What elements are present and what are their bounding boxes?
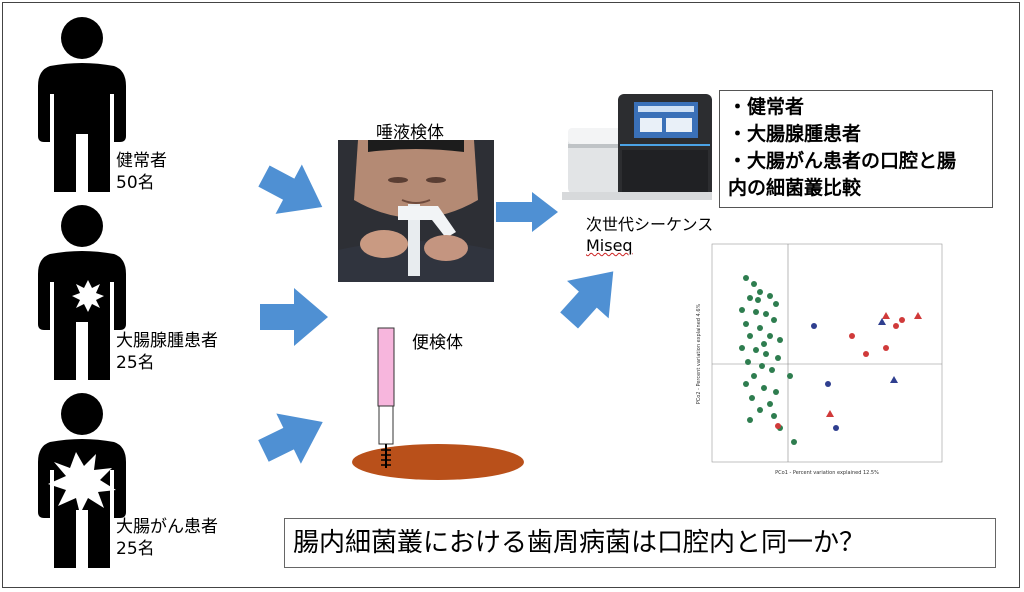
- point: [767, 401, 773, 407]
- research-question: 腸内細菌叢における歯周病菌は口腔内と同一か？: [284, 518, 996, 568]
- cancer-burst-icon: [48, 452, 116, 514]
- group-count: 25名: [116, 539, 155, 559]
- point: [757, 289, 763, 295]
- point: [747, 333, 753, 339]
- point: [747, 295, 753, 301]
- point: [753, 347, 759, 353]
- group-name: 大腸腺腫患者: [116, 331, 218, 351]
- arrow-adenoma-to-samples-icon: [260, 288, 328, 346]
- comparison-item: ・大腸がん患者の口腔と腸: [728, 150, 957, 172]
- point: [863, 351, 869, 357]
- point: [743, 321, 749, 327]
- pcoa-x-label: PCo1 - Percent variation explained 12.5%: [775, 470, 879, 476]
- point: [759, 363, 765, 369]
- plot-area: [711, 243, 943, 463]
- red-points: [775, 312, 922, 429]
- point: [763, 351, 769, 357]
- green-points: [739, 275, 797, 445]
- saliva-photo-image: [338, 140, 494, 282]
- group-label-healthy: 健常者 50名: [116, 150, 167, 194]
- point: [890, 376, 898, 383]
- point: [775, 423, 781, 429]
- person-adenoma-icon: [38, 205, 126, 380]
- blue-points: [811, 318, 898, 431]
- sequencer-label-line1: 次世代シーケンス: [586, 215, 714, 234]
- sequencer-label-line2: Miseq: [586, 236, 633, 255]
- group-name: 大腸がん患者: [116, 517, 218, 537]
- point: [769, 367, 775, 373]
- person-cancer-icon: [38, 393, 126, 568]
- saliva-collection-photo: [338, 140, 494, 282]
- point: [739, 307, 745, 313]
- point: [751, 281, 757, 287]
- point: [791, 439, 797, 445]
- point: [882, 312, 890, 319]
- point: [767, 333, 773, 339]
- group-name: 健常者: [116, 151, 167, 171]
- point: [883, 345, 889, 351]
- point: [833, 425, 839, 431]
- point: [811, 323, 817, 329]
- point: [767, 293, 773, 299]
- point: [893, 323, 899, 329]
- saliva-sample-label: 唾液検体: [376, 123, 444, 143]
- point: [749, 395, 755, 401]
- pcoa-scatter-plot: PCo1 - Percent variation explained 12.5%…: [696, 243, 943, 476]
- point: [826, 410, 834, 417]
- pcoa-y-label: PCo2 - Percent variation explained 4.6%: [696, 304, 702, 405]
- point: [739, 345, 745, 351]
- arrow-saliva-to-sequencer-icon: [496, 192, 558, 232]
- point: [825, 381, 831, 387]
- point: [771, 317, 777, 323]
- group-label-cancer: 大腸がん患者 25名: [116, 516, 218, 560]
- arrow-stool-to-sequencer-icon: [560, 271, 614, 329]
- arrow-cancer-to-stool-icon: [258, 413, 323, 464]
- point: [849, 333, 855, 339]
- comparison-item: ・大腸腺腫患者: [728, 123, 862, 145]
- stool-swab-icon: [352, 327, 524, 480]
- point: [899, 317, 905, 323]
- point: [775, 355, 781, 361]
- sequencer-machine-icon: [562, 94, 712, 200]
- point: [771, 413, 777, 419]
- group-count: 50名: [116, 173, 155, 193]
- point: [743, 381, 749, 387]
- point: [743, 275, 749, 281]
- point: [787, 373, 793, 379]
- point: [763, 311, 769, 317]
- comparison-item: ・健常者: [728, 96, 805, 118]
- stool-sample-label: 便検体: [412, 333, 463, 353]
- arrow-healthy-to-saliva-icon: [258, 164, 323, 214]
- point: [745, 359, 751, 365]
- adenoma-burst-icon: [72, 280, 104, 312]
- person-healthy-icon: [38, 17, 126, 192]
- group-label-adenoma: 大腸腺腫患者 25名: [116, 330, 218, 374]
- point: [757, 407, 763, 413]
- point: [761, 341, 767, 347]
- point: [773, 389, 779, 395]
- point: [878, 318, 886, 325]
- point: [761, 385, 767, 391]
- point: [747, 417, 753, 423]
- point: [751, 373, 757, 379]
- point: [914, 312, 922, 319]
- comparison-item: 内の細菌叢比較: [728, 177, 862, 199]
- point: [773, 301, 779, 307]
- sequencer-label: 次世代シーケンス Miseq: [586, 214, 713, 256]
- comparison-box: ・健常者 ・大腸腺腫患者 ・大腸がん患者の口腔と腸 内の細菌叢比較: [719, 90, 993, 208]
- point: [753, 309, 759, 315]
- group-count: 25名: [116, 353, 155, 373]
- point: [755, 297, 761, 303]
- point: [757, 325, 763, 331]
- point: [777, 337, 783, 343]
